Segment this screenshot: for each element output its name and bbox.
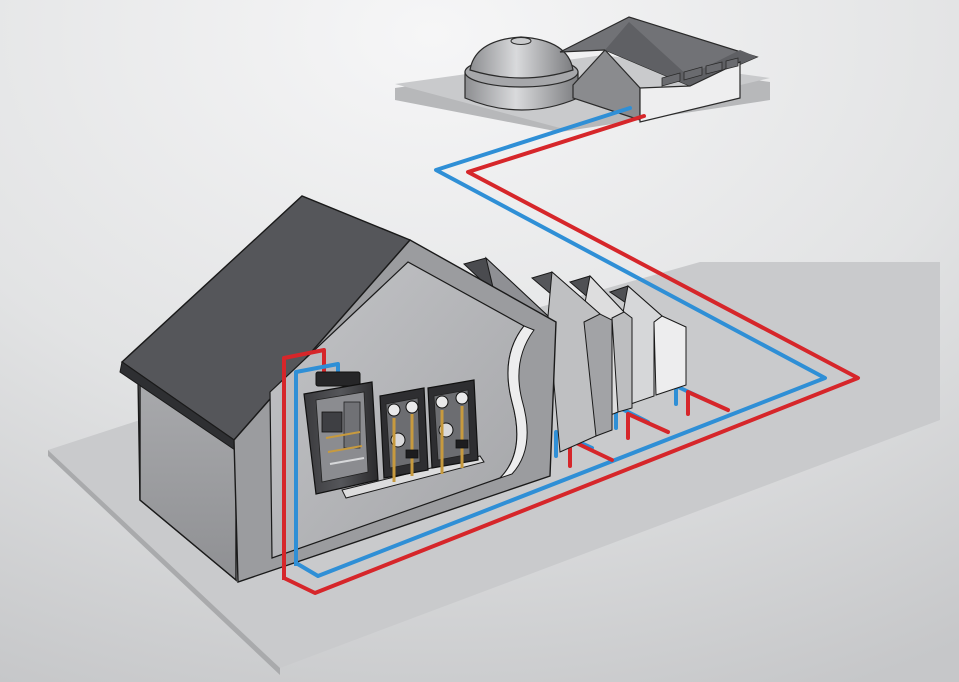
heat-interface-unit (303, 371, 379, 495)
terraced-house-3-wall (653, 315, 687, 396)
pump-station-2 (427, 379, 479, 474)
hiu-pipe-2 (327, 445, 363, 453)
barn-window-2 (683, 66, 703, 81)
pump-station-2-gauge-right (455, 391, 469, 405)
branch-flow-2 (626, 412, 670, 440)
pump-station-1 (379, 387, 429, 482)
hiu-top-connector (315, 371, 361, 387)
hiu-display (321, 411, 343, 433)
barn-window-1 (661, 72, 681, 87)
ground-plate-edge (48, 450, 280, 675)
terraced-house-2-side (611, 311, 633, 413)
pump-station-2-valve (455, 439, 469, 449)
barn-window-3 (705, 61, 723, 75)
main-house-cutaway-curve (499, 325, 535, 479)
hiu-heat-exchanger (343, 401, 361, 449)
hiu-pipe-1 (325, 431, 361, 439)
terraced-house-1-wall (547, 270, 601, 453)
terraced-house-1-side (583, 313, 613, 437)
heat-source-building (559, 16, 759, 123)
pump-station-2-gauge-left (435, 395, 449, 409)
branch-flow-3 (686, 390, 730, 416)
terraced-house-1 (530, 270, 613, 453)
pump-station-1-gauge-right (405, 400, 419, 414)
pump-station-1-gauge-left (387, 403, 401, 417)
appliances (303, 371, 485, 499)
heat-source-site (395, 16, 770, 132)
pump-station-1-valve (405, 449, 419, 459)
barn-window-4 (725, 57, 739, 70)
dome-tank-cap (510, 37, 532, 45)
hiu-pipe-3 (329, 457, 365, 465)
